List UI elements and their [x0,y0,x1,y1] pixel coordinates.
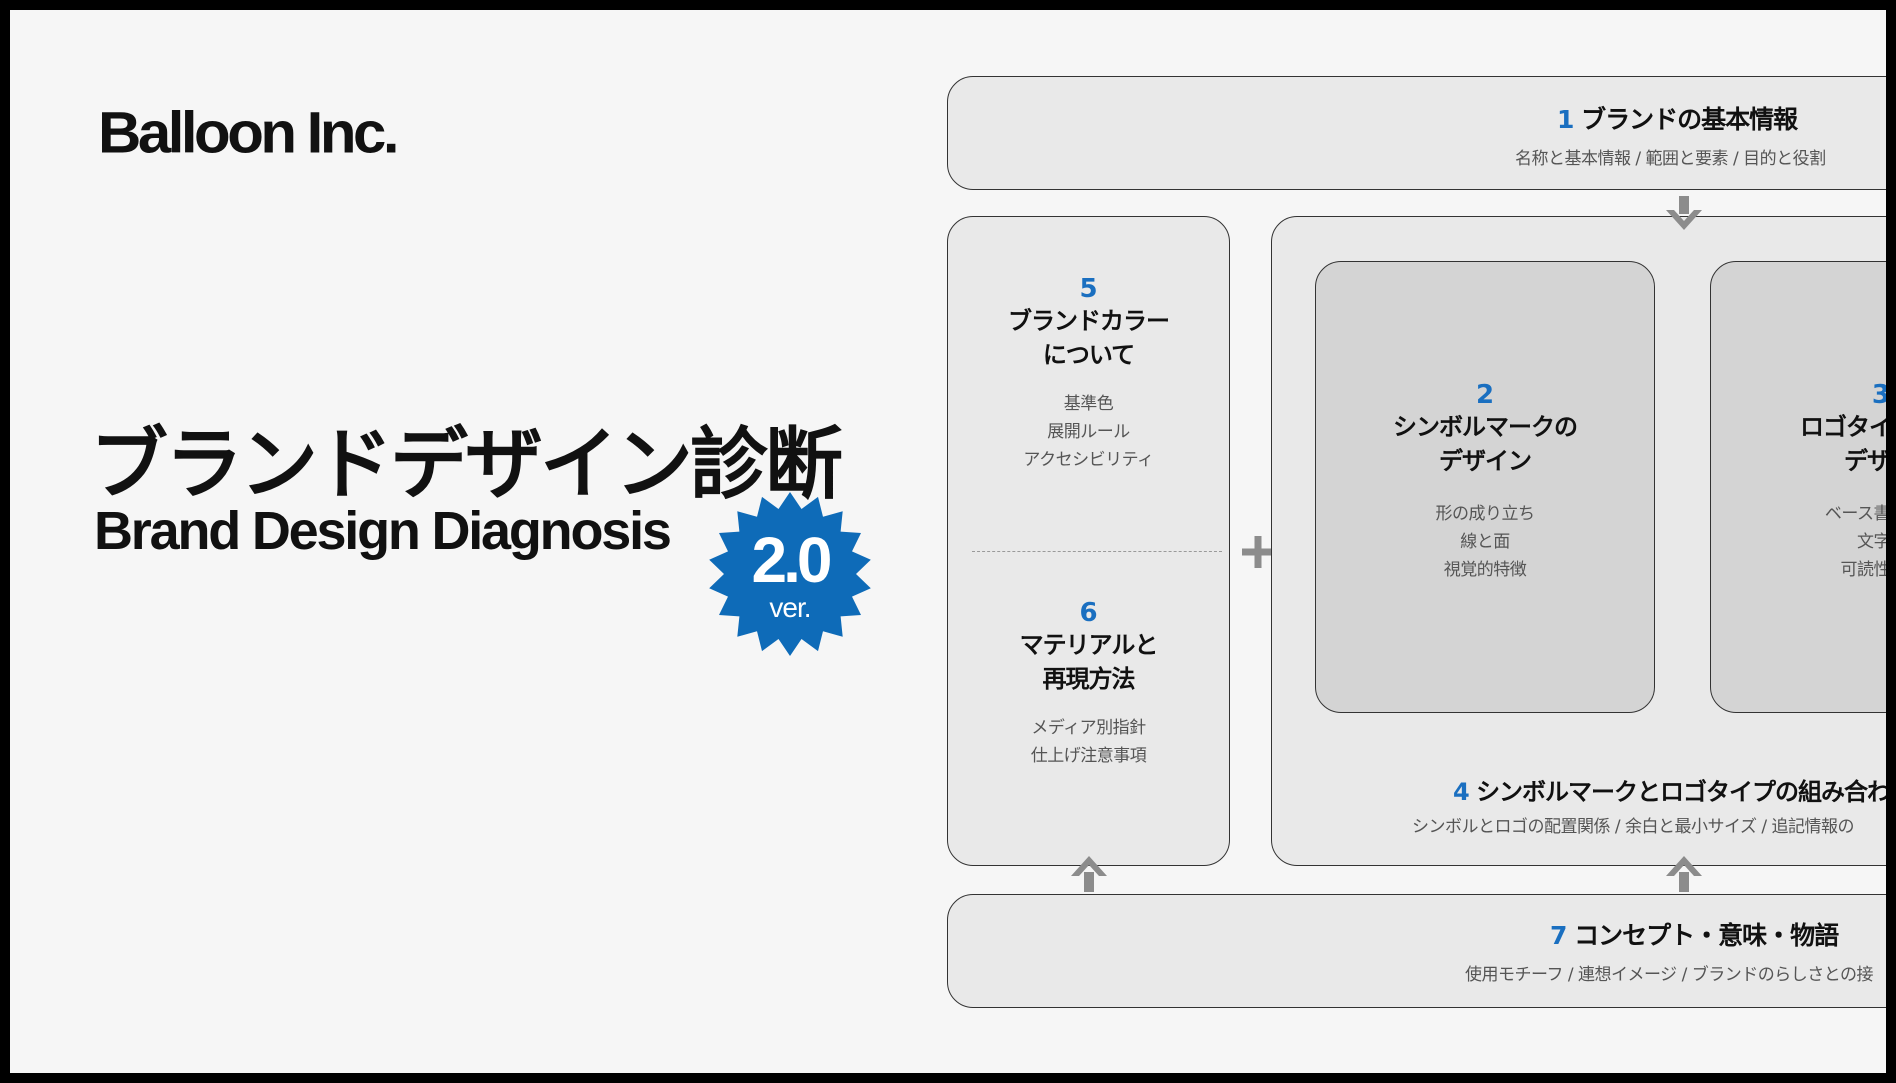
starburst-icon [709,492,871,656]
starburst-shape [709,492,871,656]
version-number: 2.0 [751,524,833,596]
section-4-subtitle: シンボルとロゴの配置関係 / 余白と最小サイズ / 追記情報の [1412,817,1855,837]
section-4-number: 4 [1453,778,1470,806]
section-1-heading: 1 ブランドの基本情報 [1557,100,1798,136]
arrow-up-icon [1071,856,1107,892]
section-2-item: 線と面 [1460,532,1510,552]
section-2-item: 形の成り立ち [1435,504,1536,524]
section-4-title: シンボルマークとロゴタイプの組み合わ [1476,778,1886,806]
dashed-divider [972,551,1222,552]
section-5-title-line2: について [1042,341,1135,369]
section-3-number: 3 [1871,380,1886,410]
section-3-item: 文字 [1857,532,1886,552]
section-symbol-design [1315,261,1655,713]
section-5: 5 ブランドカラー について 基準色 展開ルール アクセシビリティ [947,274,1230,474]
company-logo: Balloon Inc. [98,99,400,166]
section-2: 2 シンボルマークの デザイン 形の成り立ち 線と面 視覚的特徴 [1315,380,1655,584]
section-3-title-line2: デザ [1844,447,1886,475]
section-concept [947,894,1886,1008]
version-suffix: ver. [769,592,811,623]
section-6-title-line2: 再現方法 [1042,665,1136,693]
arrow-up-icon [1666,856,1702,892]
section-6-item: 仕上げ注意事項 [1030,746,1147,766]
section-3-item: ベース書 [1824,504,1886,524]
section-3: 3 ロゴタイ デザ ベース書 文字 可読性 [1800,380,1886,584]
section-2-item: 視覚的特徴 [1443,560,1527,580]
section-7-title: コンセプト・意味・物語 [1574,921,1839,950]
section-brand-basics [947,76,1886,190]
section-5-item: 基準色 [1063,394,1114,414]
section-6-number: 6 [1079,598,1098,628]
section-2-number: 2 [1475,380,1495,410]
section-1-title: ブランドの基本情報 [1581,105,1798,134]
section-6-item: メディア別指針 [1031,718,1146,738]
section-5-title-line1: ブランドカラー [1008,307,1170,335]
slide: Balloon Inc. ブランドデザイン診断 Brand Design Dia… [10,10,1886,1073]
version-badge: 2.0 ver. [706,490,874,658]
arrow-down-icon [1666,196,1702,230]
section-6-title-line1: マテリアルと [1019,631,1159,659]
section-5-item: アクセシビリティ [1023,450,1154,470]
section-3-item: 可読性 [1840,560,1887,580]
section-7-number: 7 [1550,921,1567,950]
section-2-title-line1: シンボルマークの [1393,413,1578,441]
page-title: ブランドデザイン診断 [90,420,843,510]
section-6: 6 マテリアルと 再現方法 メディア別指針 仕上げ注意事項 [947,598,1230,770]
section-1-subtitle: 名称と基本情報 / 範囲と要素 / 目的と役割 [1515,149,1826,169]
section-1-number: 1 [1557,105,1574,134]
section-4-heading: 4 シンボルマークとロゴタイプの組み合わ [1453,772,1886,807]
section-7-subtitle: 使用モチーフ / 連想イメージ / ブランドのらしさとの接 [1465,965,1874,985]
section-7-heading: 7 コンセプト・意味・物語 [1550,916,1839,952]
section-2-title-line2: デザイン [1439,447,1532,475]
plus-icon [1242,536,1274,568]
section-logotype-design [1710,261,1886,713]
section-3-title-line1: ロゴタイ [1800,413,1886,441]
section-5-number: 5 [1079,274,1098,304]
page-subtitle: Brand Design Diagnosis [94,501,672,561]
section-5-item: 展開ルール [1047,422,1130,442]
